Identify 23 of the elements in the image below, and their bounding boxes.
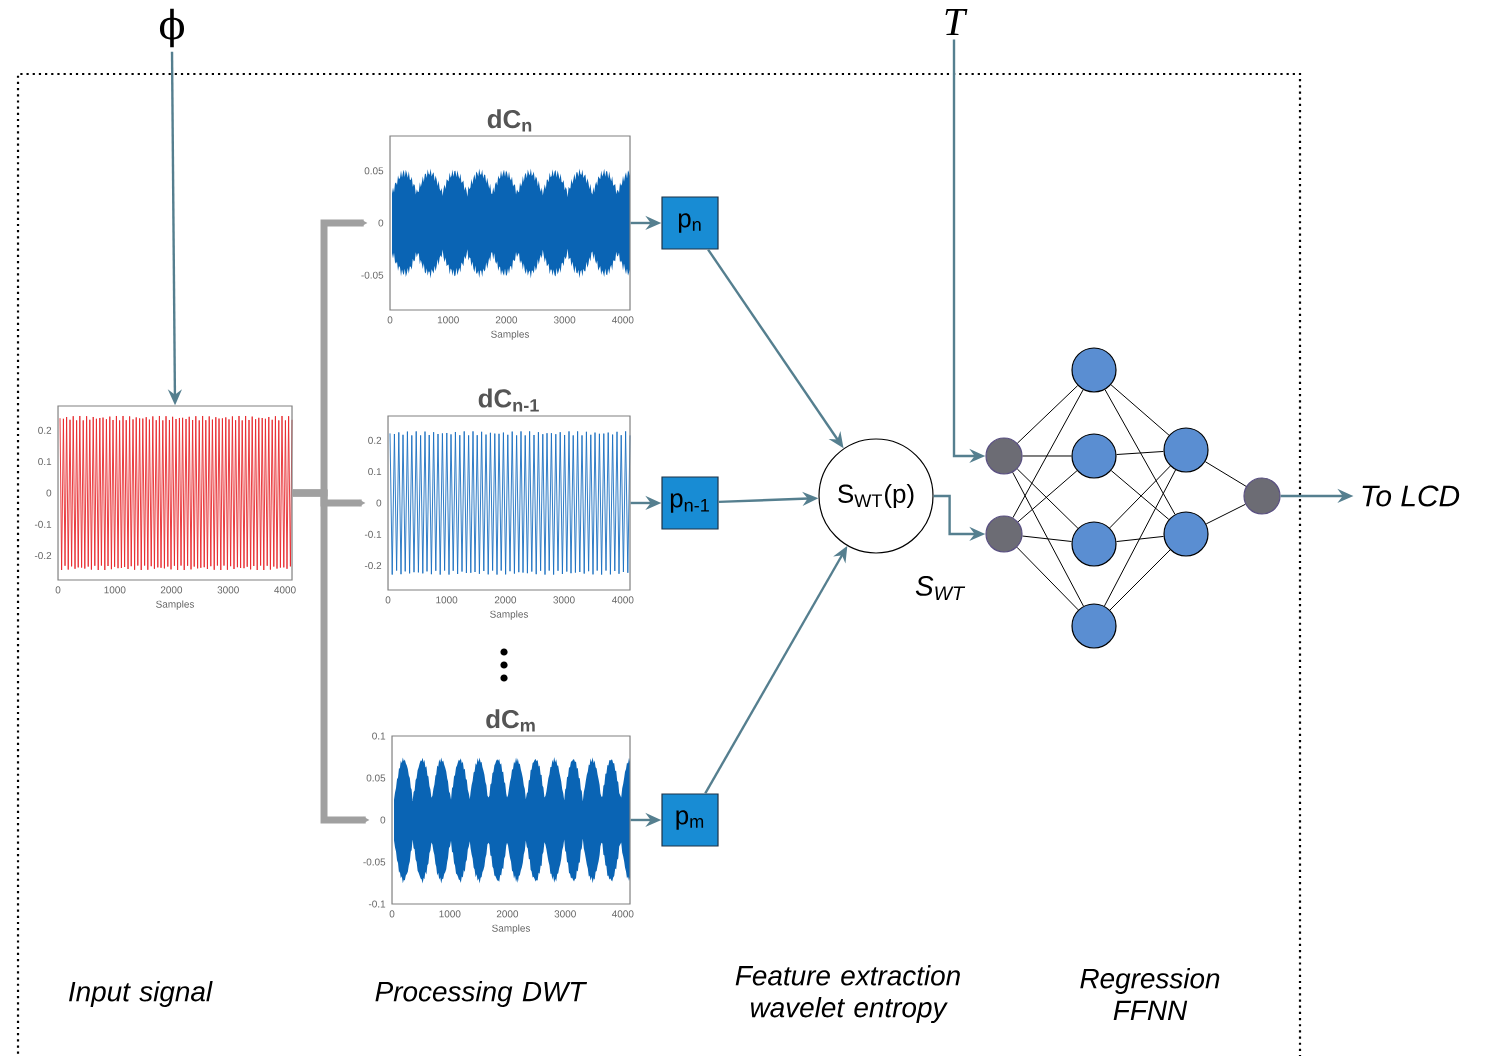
hidden-neuron <box>1071 603 1117 649</box>
plot-title: dC$_{n}$ <box>487 109 532 132</box>
output-neuron <box>1243 477 1281 515</box>
stage-label: Feature extraction wavelet entropy <box>735 965 960 1023</box>
stage-label: Regression FFNN <box>1080 967 1220 1021</box>
input-neuron <box>985 437 1023 475</box>
hidden-neuron <box>1163 511 1209 557</box>
plot-title: dC$_{m}$ <box>486 709 535 732</box>
hidden-neuron <box>1071 347 1117 393</box>
hidden-neuron <box>1163 427 1209 473</box>
hidden-neuron <box>1071 433 1117 479</box>
stage-label: Processing DWT <box>375 981 588 1007</box>
output-label: To LCD <box>1362 485 1460 507</box>
symbol-label: T <box>945 8 968 36</box>
probability-box: p$_{n-1}$ <box>661 476 719 530</box>
input-neuron <box>985 515 1023 553</box>
edge-label: S$_{WT}$ <box>913 574 967 602</box>
hidden-neuron <box>1071 521 1117 567</box>
probability-box: p$_{m}$ <box>661 793 719 847</box>
probability-box: p$_{n}$ <box>661 196 719 250</box>
plot-title: dC$_{n-1}$ <box>478 388 539 412</box>
stage-label: Input signal <box>69 981 213 1007</box>
symbol-label: ϕ <box>159 8 185 48</box>
